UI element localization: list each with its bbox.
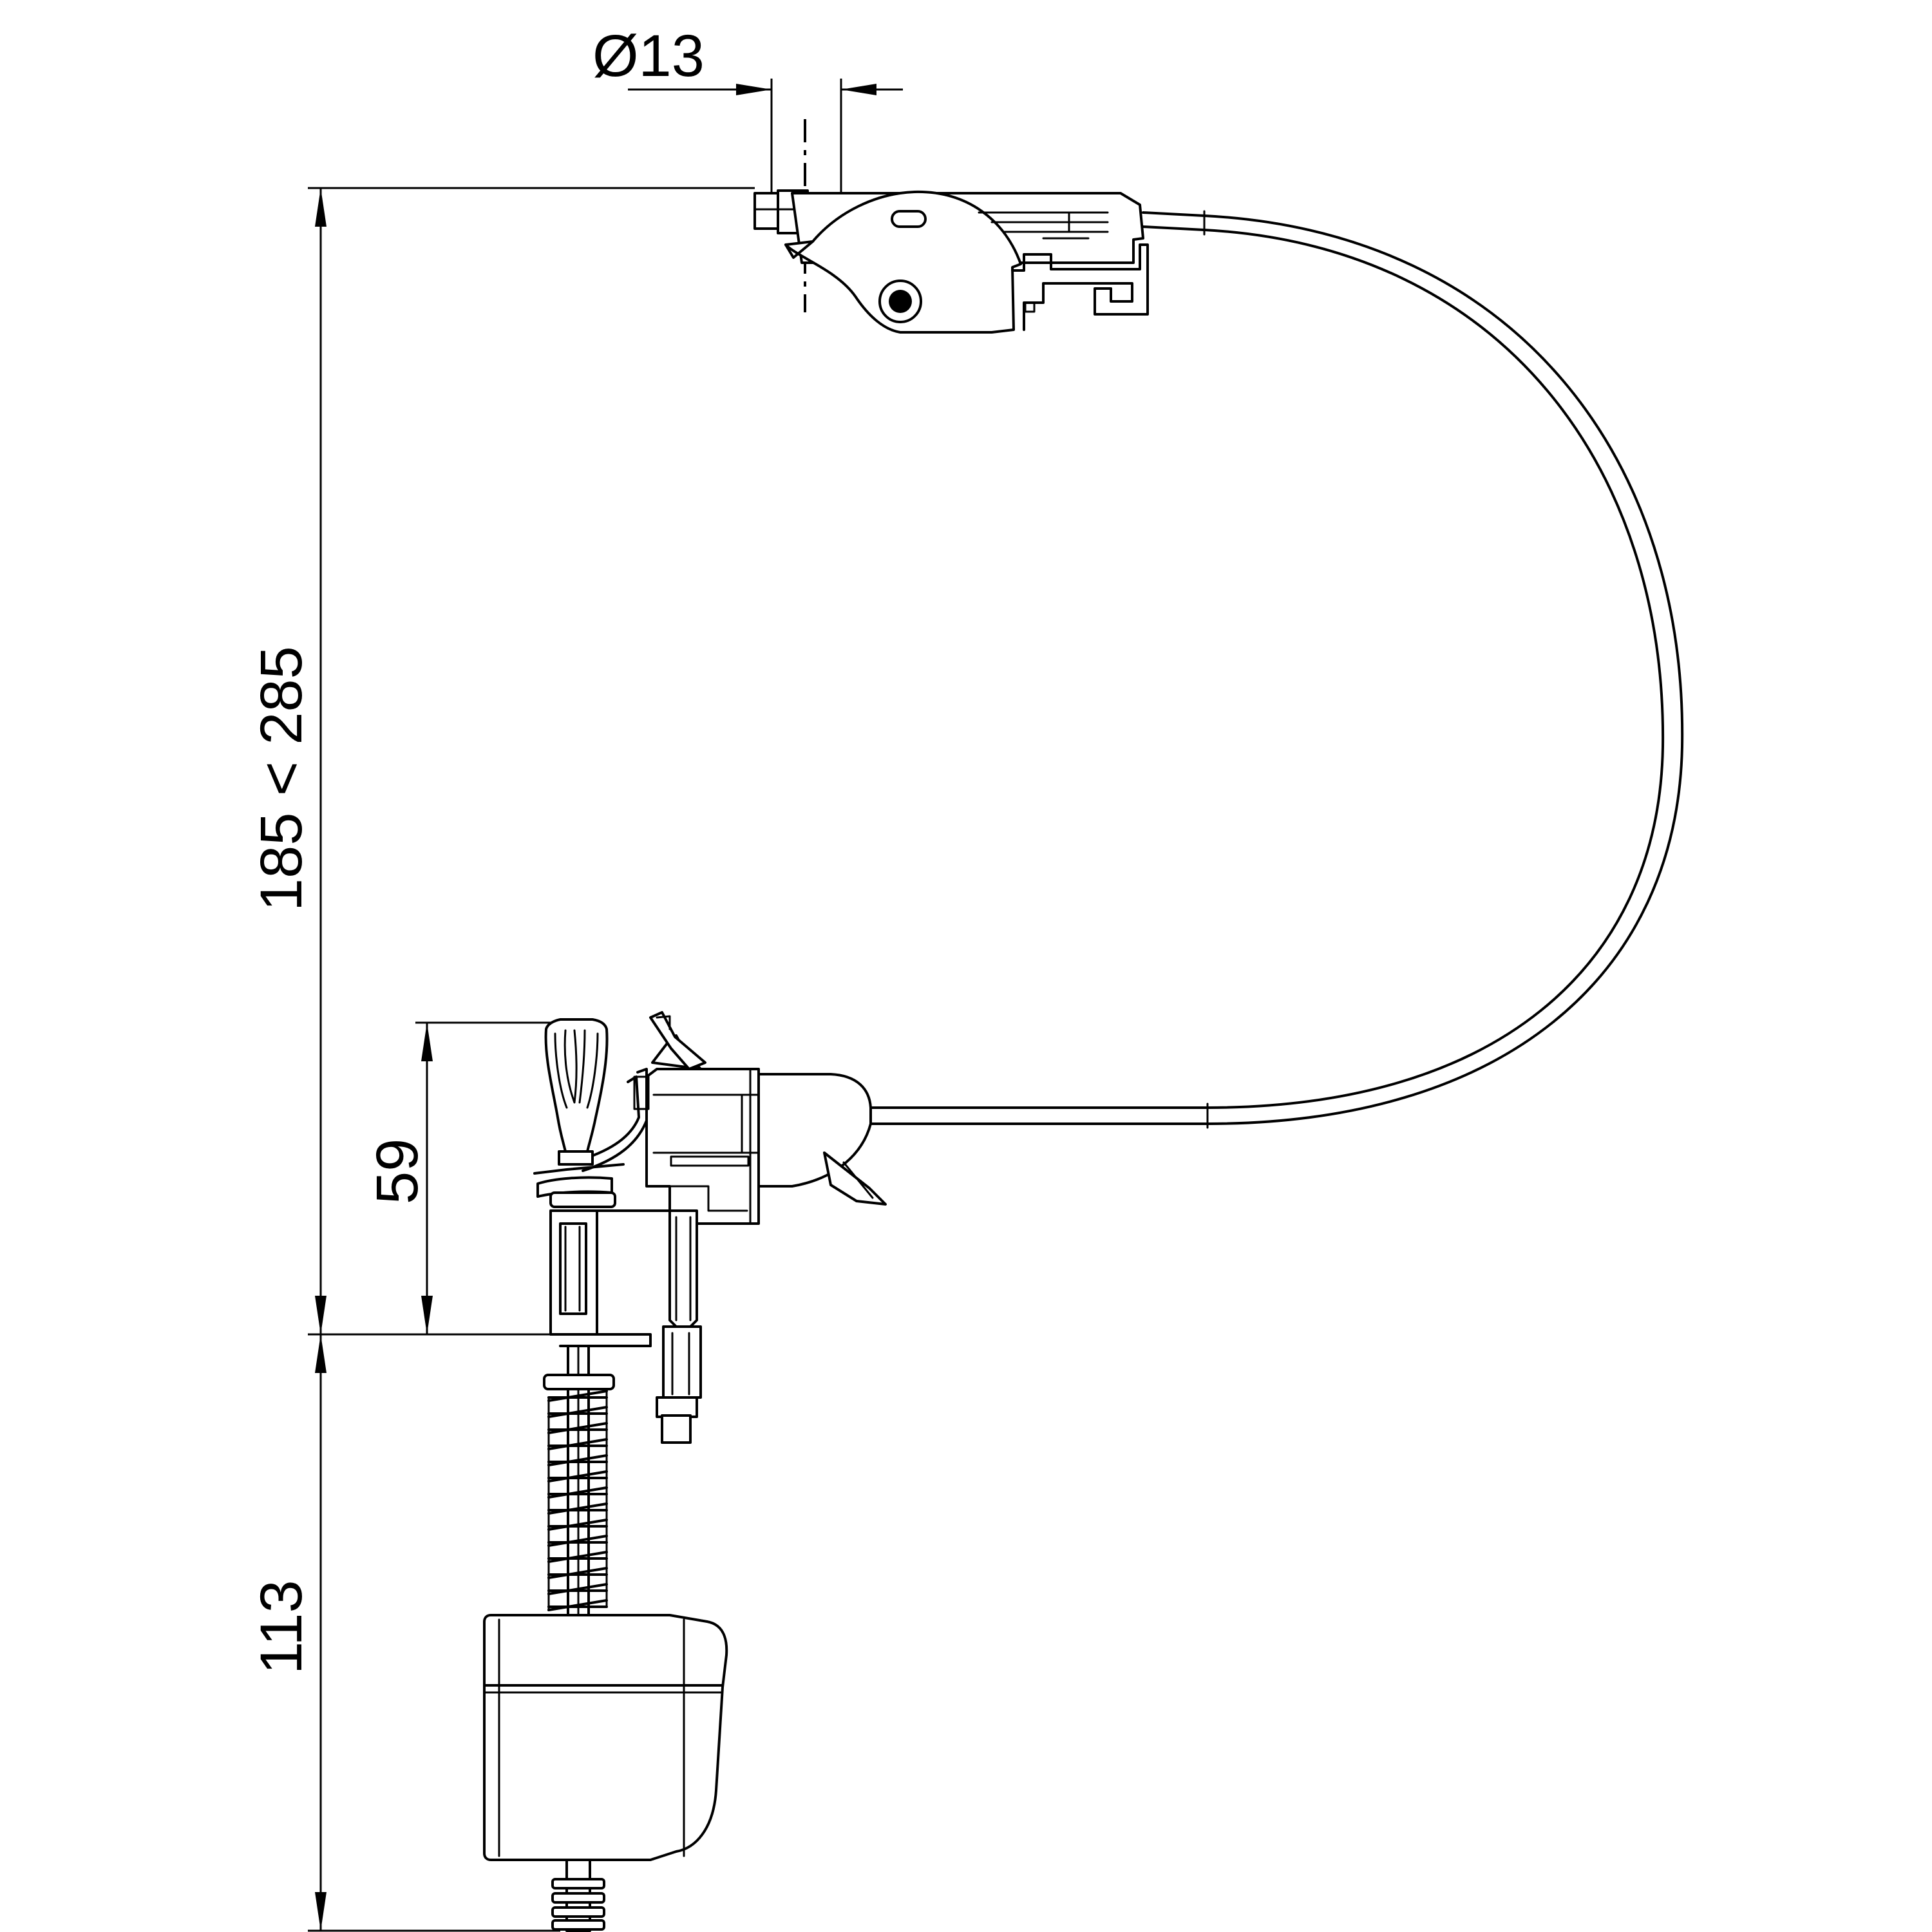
dimension-height-range-label: 185 < 285: [249, 646, 314, 911]
valve-body: [533, 1011, 887, 1444]
dimension-hole-diameter: Ø13: [592, 23, 903, 193]
dimension-upper-height-label: 59: [365, 1139, 430, 1204]
dimension-hole-diameter-label: Ø13: [592, 23, 705, 89]
dimension-height-range: 185 < 285: [249, 187, 755, 1336]
dimension-lower-height-label: 113: [249, 1580, 314, 1674]
dimension-upper-height: 59: [365, 1021, 555, 1334]
bottom-pin: [551, 1859, 605, 1932]
float-cup: [483, 1614, 728, 1861]
dimension-lower-height: 113: [249, 1334, 560, 1932]
actuator-head: [753, 189, 1149, 334]
bowden-cable: [867, 210, 1684, 1129]
threaded-rod: [543, 1345, 615, 1618]
